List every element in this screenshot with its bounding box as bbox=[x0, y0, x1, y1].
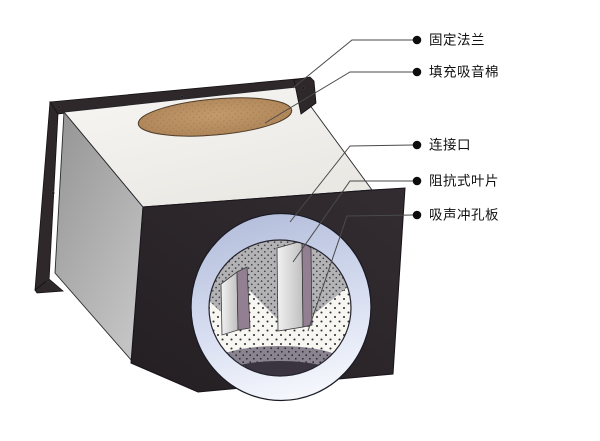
label-impedance-blade: 阻抗式叶片 bbox=[429, 174, 499, 189]
splitter-blade-left bbox=[220, 266, 251, 336]
flange-bolt-holes bbox=[46, 86, 305, 282]
box-top-face bbox=[63, 85, 373, 208]
label-bullet-dot bbox=[412, 176, 422, 186]
label-connection-port: 连接口 bbox=[429, 137, 471, 153]
sound-absorbing-cotton-cutout bbox=[137, 97, 293, 137]
callout-filling-cotton: 填充吸音棉 bbox=[264, 64, 499, 124]
label-bullet-dot bbox=[412, 35, 422, 45]
label-perforated-plate: 吸声冲孔板 bbox=[429, 208, 499, 223]
label-bullet-dot bbox=[412, 210, 422, 220]
label-bullet-dot bbox=[412, 67, 422, 77]
collar-inner-rim bbox=[208, 239, 352, 377]
leader-line-fixed-flange bbox=[292, 39, 413, 89]
port-interior bbox=[209, 240, 351, 376]
leader-line-filling-cotton bbox=[264, 71, 413, 124]
leader-line-impedance-blade bbox=[292, 180, 413, 263]
label-filling-cotton: 填充吸音棉 bbox=[429, 64, 499, 80]
blade-edge-strip bbox=[236, 266, 251, 331]
inner-bottom-shadow bbox=[223, 361, 337, 376]
annotations: 固定法兰 填充吸音棉 连接口 阻抗式叶片 吸声冲孔板 bbox=[264, 33, 499, 332]
blade-face bbox=[276, 240, 304, 332]
callout-connection-port: 连接口 bbox=[289, 137, 471, 223]
bolt-hole bbox=[51, 191, 55, 195]
flange-bottom-corner bbox=[34, 278, 64, 294]
label-fixed-flange: 固定法兰 bbox=[429, 33, 485, 48]
connection-port-collar bbox=[190, 212, 372, 402]
bolt-hole bbox=[46, 278, 50, 282]
bolt-hole bbox=[301, 86, 305, 90]
leader-line-connection-port bbox=[289, 144, 414, 223]
leader-line-perforated-plate bbox=[307, 214, 414, 332]
callout-perforated-plate: 吸声冲孔板 bbox=[307, 208, 499, 332]
bolt-hole bbox=[57, 105, 61, 109]
silencer-box bbox=[34, 76, 406, 402]
label-bullet-dot bbox=[412, 140, 422, 150]
callout-fixed-flange: 固定法兰 bbox=[292, 33, 485, 89]
rear-flange bbox=[34, 77, 308, 294]
callout-impedance-blade: 阻抗式叶片 bbox=[292, 174, 499, 263]
splitter-blade-right bbox=[276, 240, 313, 332]
blade-edge-strip bbox=[301, 240, 313, 328]
bolt-hole bbox=[180, 95, 184, 99]
flange-left-band bbox=[34, 100, 59, 291]
flange-corner-piece bbox=[293, 76, 317, 115]
